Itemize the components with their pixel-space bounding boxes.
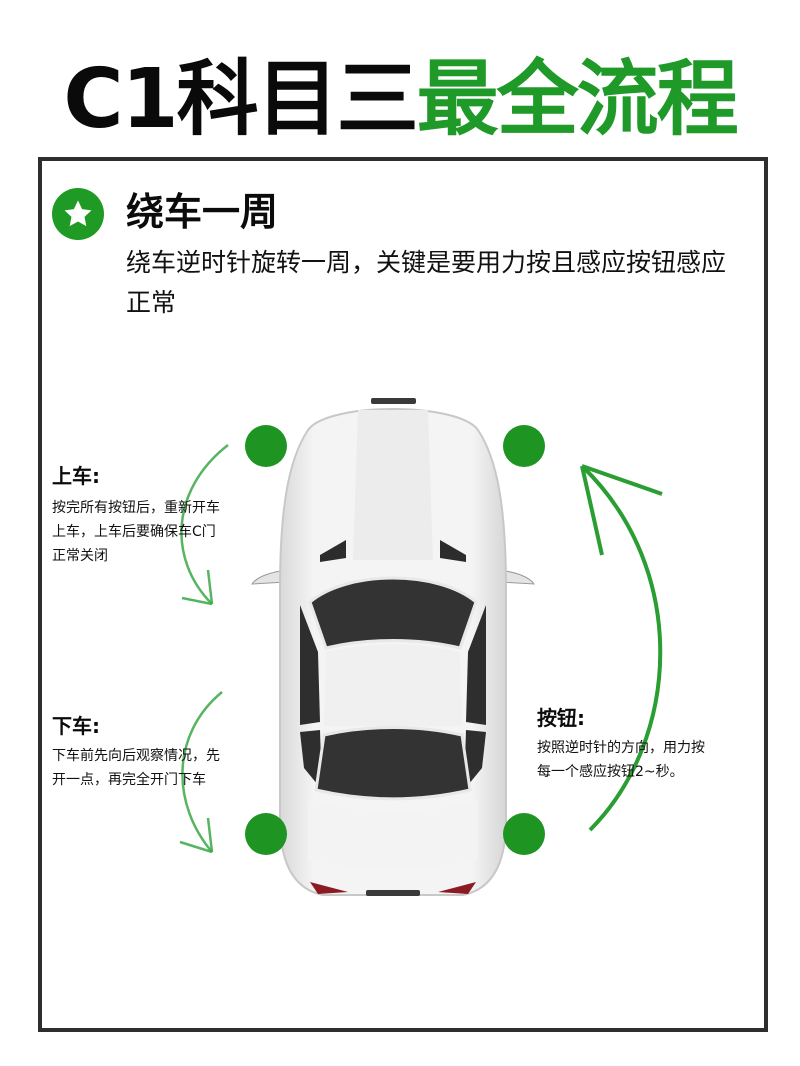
sensor-button-front-left	[245, 425, 287, 467]
get-in-line-2: 上车，上车后要确保车C门	[52, 524, 216, 540]
get-out-text: 下车前先向后观察情况，先 开一点，再完全开门下车	[52, 744, 220, 792]
sensor-button-front-right	[503, 425, 545, 467]
get-in-line-3: 正常关闭	[52, 548, 108, 564]
title-black-part: C1科目三	[63, 52, 418, 147]
button-line-1: 按照逆时针的方向，用力按	[537, 740, 705, 756]
section-title: 绕车一周	[126, 190, 279, 234]
sensor-button-rear-left	[245, 813, 287, 855]
button-title: 按钮:	[537, 706, 585, 730]
star-icon	[52, 188, 104, 240]
get-out-line-2: 开一点，再完全开门下车	[52, 772, 206, 788]
title-green-part: 最全流程	[416, 52, 739, 147]
car-top-view-icon	[251, 398, 535, 896]
section-description: 绕车逆时针旋转一周，关键是要用力按且感应按钮感应正常	[126, 248, 727, 317]
button-line-2: 每一个感应按钮2~秒。	[537, 764, 684, 780]
get-in-line-1: 按完所有按钮后，重新开车	[52, 500, 220, 516]
page-title: C1科目三最全流程	[0, 52, 800, 148]
get-out-line-1: 下车前先向后观察情况，先	[52, 748, 220, 764]
button-text: 按照逆时针的方向，用力按 每一个感应按钮2~秒。	[537, 736, 705, 784]
get-out-title: 下车:	[52, 714, 100, 738]
get-in-text: 按完所有按钮后，重新开车 上车，上车后要确保车C门 正常关闭	[52, 496, 220, 568]
sensor-button-rear-right	[503, 813, 545, 855]
get-in-title: 上车:	[52, 464, 100, 488]
